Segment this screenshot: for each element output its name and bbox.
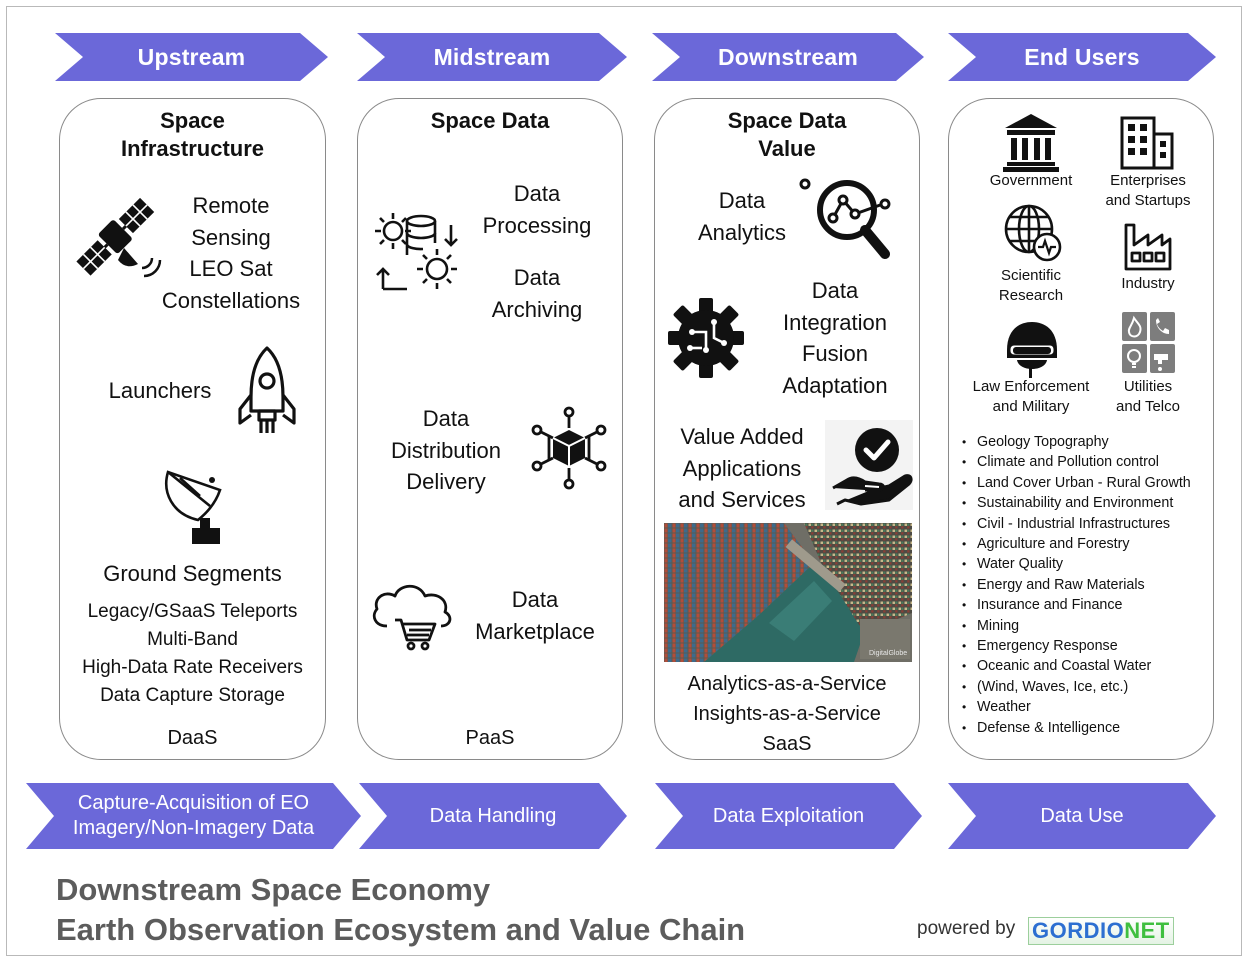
diagram-frame: [6, 6, 1242, 956]
application-item: Emergency Response: [957, 636, 1191, 657]
midstream-panel: [357, 98, 623, 760]
satellite-icon: [76, 197, 162, 278]
hand-check-icon: [825, 420, 913, 510]
utilities-icon: [1122, 312, 1175, 373]
stage-title: Midstream: [433, 43, 551, 70]
satellite-dish-icon: [165, 470, 222, 544]
analytics-magnifier-icon: [799, 178, 891, 259]
application-item: Climate and Pollution control: [957, 452, 1191, 473]
building-icon: [1120, 116, 1174, 170]
upstream-panel: [59, 98, 326, 760]
logo-text-part1: GORDIO: [1032, 918, 1125, 943]
application-item: Weather: [957, 697, 1191, 718]
application-item: Civil - Industrial Infrastructures: [957, 514, 1191, 535]
industry-label: Industry: [1121, 275, 1175, 292]
rocket-icon: [238, 346, 296, 433]
applications-list: Geology Topography Climate and Pollution…: [957, 432, 1191, 739]
distribution-network-icon: [531, 406, 607, 490]
application-item: Water Quality: [957, 554, 1191, 575]
application-item: Agriculture and Forestry: [957, 534, 1191, 555]
application-item: Defense & Intelligence: [957, 718, 1191, 739]
application-item: Geology Topography: [957, 432, 1191, 453]
stage-endusers-arrow: End Users: [948, 33, 1216, 81]
stage-midstream-arrow: Midstream: [357, 33, 627, 81]
application-item: Land Cover Urban - Rural Growth: [957, 473, 1191, 494]
globe-research-icon: [1004, 204, 1062, 262]
factory-icon: [1124, 223, 1172, 271]
upstream-model: DaaS: [167, 727, 218, 749]
application-item: Oceanic and Coastal Water: [957, 656, 1191, 677]
application-item: Insurance and Finance: [957, 595, 1191, 616]
cloud-cart-icon: [372, 584, 452, 651]
port-satellite-photo: DigitalGlobe: [664, 523, 912, 662]
application-item: Energy and Raw Materials: [957, 575, 1191, 596]
footer-title-line-1: Downstream Space Economy: [56, 872, 491, 907]
stage-title: Downstream: [717, 43, 859, 70]
application-item: Sustainability and Environment: [957, 493, 1191, 514]
government-label: Government: [989, 172, 1073, 189]
photo-credit: DigitalGlobe: [869, 650, 907, 657]
stage-upstream-arrow: Upstream: [55, 33, 328, 81]
footer-title-line-2: Earth Observation Ecosystem and Value Ch…: [56, 912, 746, 947]
midstream-heading: Space Data: [430, 108, 550, 133]
stage-downstream-function-arrow: Data Exploitation: [655, 783, 922, 849]
powered-by-text: powered by: [917, 918, 1016, 939]
stage-title: End Users: [1024, 43, 1140, 70]
stage-title: Upstream: [137, 43, 246, 70]
application-item-continuation: (Wind, Waves, Ice, etc.): [957, 677, 1191, 698]
logo-text-part2: NET: [1124, 918, 1170, 943]
stage-endusers-function-arrow: Data Use: [948, 783, 1216, 849]
midstream-model: PaaS: [465, 727, 515, 749]
government-icon: [1003, 114, 1059, 172]
stage-midstream-function-arrow: Data Handling: [359, 783, 627, 849]
launchers-label: Launchers: [108, 378, 212, 403]
integration-gear-icon: [668, 298, 744, 378]
helmet-icon: [1007, 322, 1057, 378]
ground-segments-label: Ground Segments: [103, 561, 282, 586]
application-item: Mining: [957, 616, 1191, 637]
stage-downstream-arrow: Downstream: [652, 33, 924, 81]
gears-database-icon: [375, 213, 458, 291]
